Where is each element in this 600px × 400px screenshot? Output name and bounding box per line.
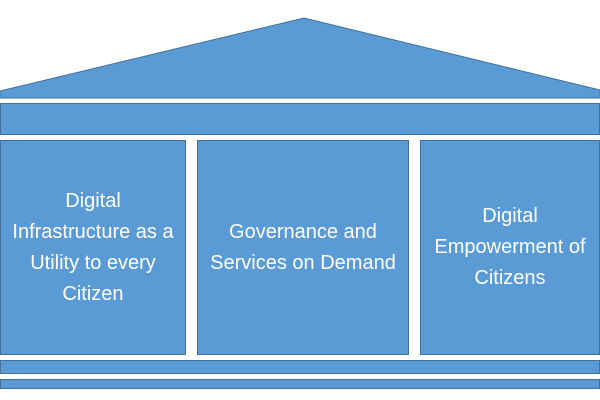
base-step-lower	[0, 379, 600, 389]
pillar-label: Digital Empowerment of Citizens	[434, 205, 586, 289]
roof-triangle	[0, 17, 600, 99]
pillar-governance-services: Governance and Services on Demand	[197, 140, 409, 355]
pillar-digital-infrastructure: Digital Infrastructure as a Utility to e…	[0, 140, 186, 355]
base-step-upper	[0, 360, 600, 374]
pillar-label: Governance and Services on Demand	[210, 220, 396, 274]
pillar-label: Digital Infrastructure as a Utility to e…	[12, 189, 174, 305]
pillar-digital-empowerment: Digital Empowerment of Citizens	[420, 140, 600, 355]
beam	[0, 103, 600, 135]
